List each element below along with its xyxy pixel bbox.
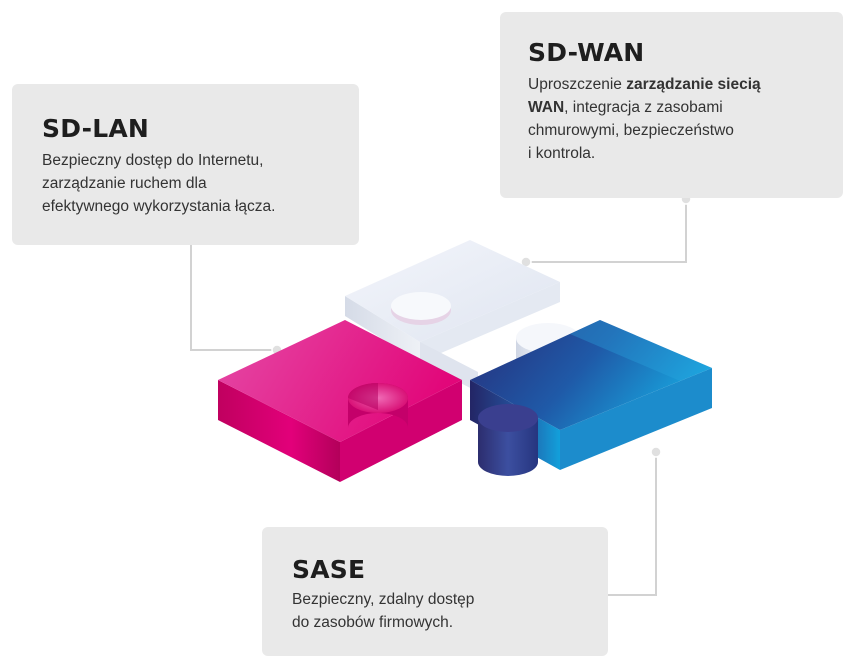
connector-sdlan: [190, 227, 277, 351]
card-title: SD-LAN: [42, 114, 149, 143]
connector-lines: [190, 199, 687, 596]
desc-line: chmurowymi, bezpieczeństwo: [528, 122, 734, 139]
desc-bold: WAN: [528, 99, 565, 116]
desc-line: zarządzanie ruchem dla: [42, 175, 207, 192]
desc-text: , integracja z zasobami: [564, 99, 723, 116]
desc-text: Uproszczenie: [528, 76, 627, 93]
desc-line: Bezpieczny dostęp do Internetu,: [42, 152, 264, 169]
card-sd-wan: SD-WAN Uproszczenie zarządzanie siecią W…: [500, 12, 843, 198]
card-title: SASE: [292, 555, 366, 584]
card-description: Bezpieczny, zdalny dostęp do zasobów fir…: [292, 588, 608, 634]
card-title: SD-WAN: [528, 38, 645, 67]
desc-bold: zarządzanie siecią: [626, 76, 761, 93]
connector-sdwan: [526, 199, 687, 263]
card-description: Uproszczenie zarządzanie siecią WAN, int…: [528, 73, 843, 165]
puzzle-piece-magenta: [218, 320, 462, 482]
card-sase: SASE Bezpieczny, zdalny dostęp do zasobó…: [262, 527, 608, 656]
card-description: Bezpieczny dostęp do Internetu, zarządza…: [42, 149, 359, 218]
blue-knob: [478, 404, 538, 432]
desc-line: i kontrola.: [528, 145, 596, 162]
desc-line: Bezpieczny, zdalny dostęp: [292, 591, 475, 608]
connector-sase: [608, 452, 657, 596]
card-sd-lan: SD-LAN Bezpieczny dostęp do Internetu, z…: [12, 84, 359, 245]
puzzle-piece-blue: [470, 320, 712, 476]
desc-line: do zasobów firmowych.: [292, 614, 454, 631]
desc-line: efektywnego wykorzystania łącza.: [42, 198, 276, 215]
